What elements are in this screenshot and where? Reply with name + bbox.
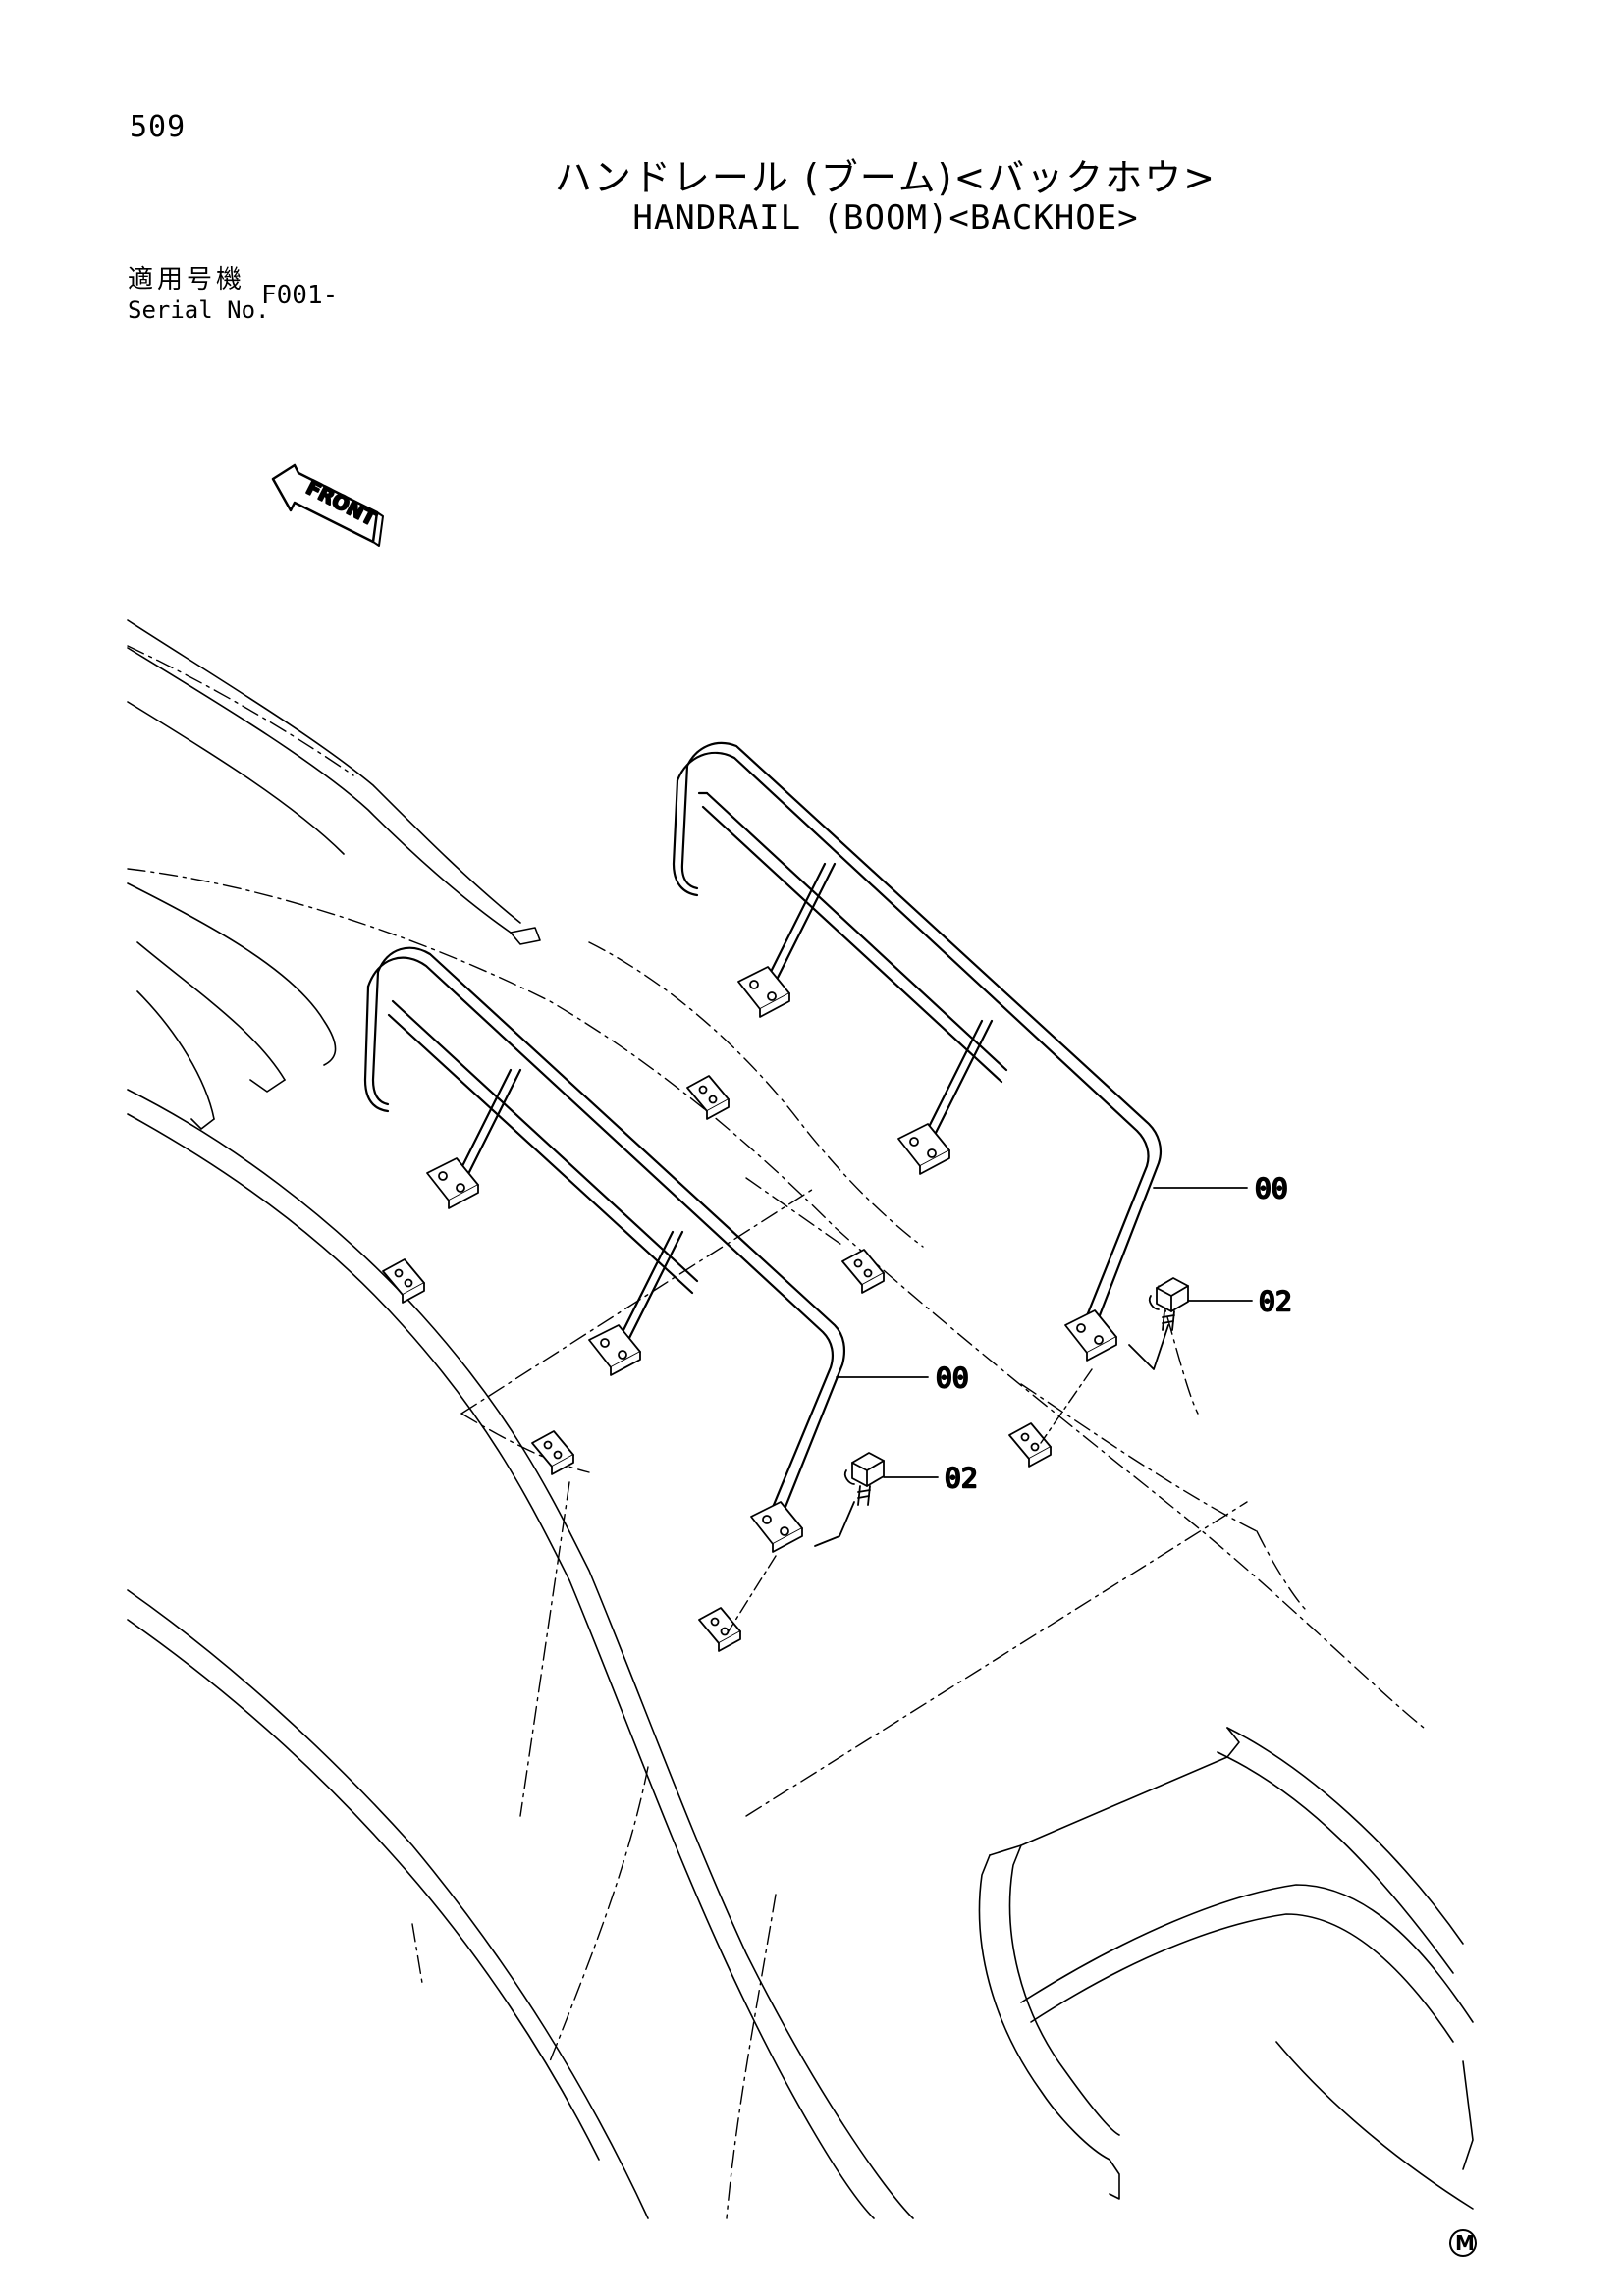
corner-mark-letter: M	[1455, 2231, 1475, 2255]
bolts	[843, 1277, 1189, 1506]
serial-label-english: Serial No.	[128, 296, 270, 324]
upper-handrail-pads	[737, 966, 1117, 1362]
lower-handrail	[363, 946, 845, 1523]
callout-leaders	[814, 1187, 1253, 1547]
front-direction-arrow: FRONT	[271, 463, 384, 547]
page-title-english: HANDRAIL (BOOM)<BACKHOE>	[632, 198, 1139, 238]
callout-lower-rail-00: 00	[936, 1362, 969, 1394]
page-title-japanese: ハンドレール (ブーム)<バックホウ>	[554, 156, 1218, 199]
page-number: 509	[130, 110, 187, 144]
assembly-lines	[726, 1368, 1093, 1635]
callout-lower-bolt-02: 02	[945, 1462, 978, 1494]
boom-outline	[127, 619, 1474, 2219]
callout-upper-rail-00: 00	[1255, 1172, 1288, 1204]
serial-label-japanese: 適用号機	[128, 265, 246, 294]
boom-centerlines	[127, 645, 1425, 2219]
boom-brackets	[382, 1075, 1052, 1652]
upper-bolt	[1148, 1277, 1189, 1331]
lower-handrail-pads	[426, 1157, 803, 1553]
corner-circled-mark: M	[1449, 2229, 1477, 2257]
lower-bolt	[843, 1452, 885, 1506]
serial-number-value: F001-	[261, 281, 339, 310]
callout-upper-bolt-02: 02	[1259, 1285, 1292, 1317]
